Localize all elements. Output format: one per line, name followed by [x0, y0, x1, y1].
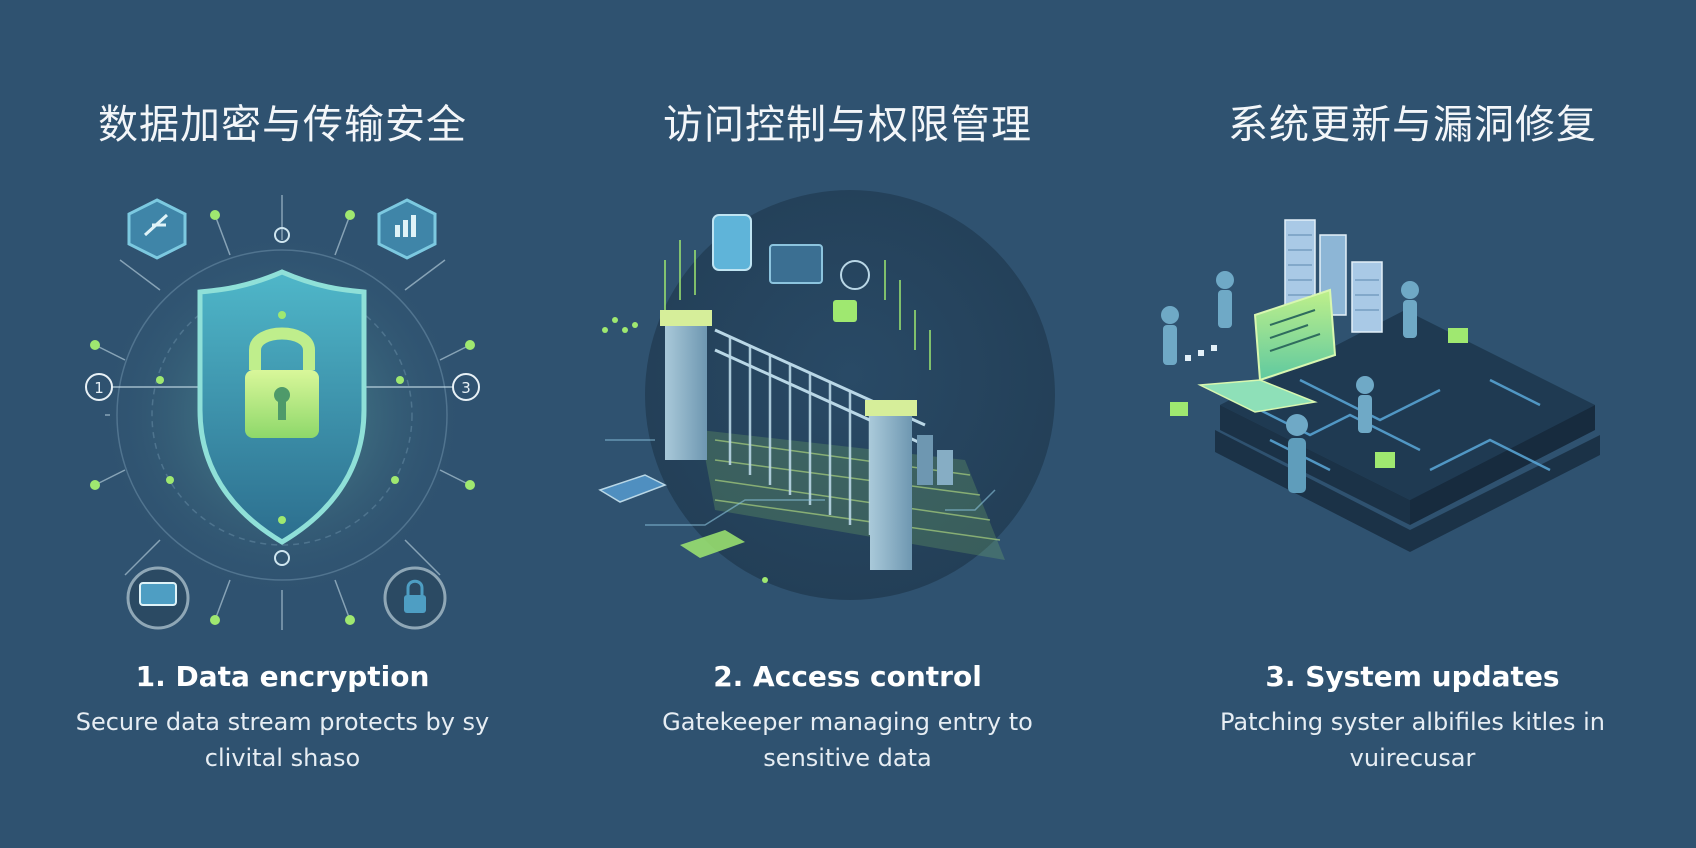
panel-heading: 系统更新与漏洞修复: [1228, 102, 1597, 148]
panel-title: 2. Access control: [713, 660, 982, 693]
shield-lock-icon: 1 3: [85, 195, 480, 630]
panel-data-encryption: 数据加密与传输安全: [0, 0, 565, 848]
server-platform-icon: [1161, 219, 1600, 552]
panel-description: Secure data stream protects by sy clivit…: [75, 708, 490, 772]
panel-title: 1. Data encryption: [135, 660, 430, 693]
panel-heading: 访问控制与权限管理: [663, 102, 1032, 148]
panel-description: Patching syster albifiles kitles in vuir…: [1220, 708, 1605, 772]
panel-heading: 数据加密与传输安全: [98, 102, 467, 148]
panel-access-control: 访问控制与权限管理: [565, 0, 1130, 848]
marker-right: 3: [461, 379, 471, 397]
panel-system-updates: 系统更新与漏洞修复: [1130, 0, 1695, 848]
marker-left: 1: [94, 379, 104, 397]
panel-description: Gatekeeper managing entry to sensitive d…: [662, 708, 1033, 772]
panel-title: 3. System updates: [1265, 660, 1560, 693]
gate-icon: [598, 190, 1055, 600]
